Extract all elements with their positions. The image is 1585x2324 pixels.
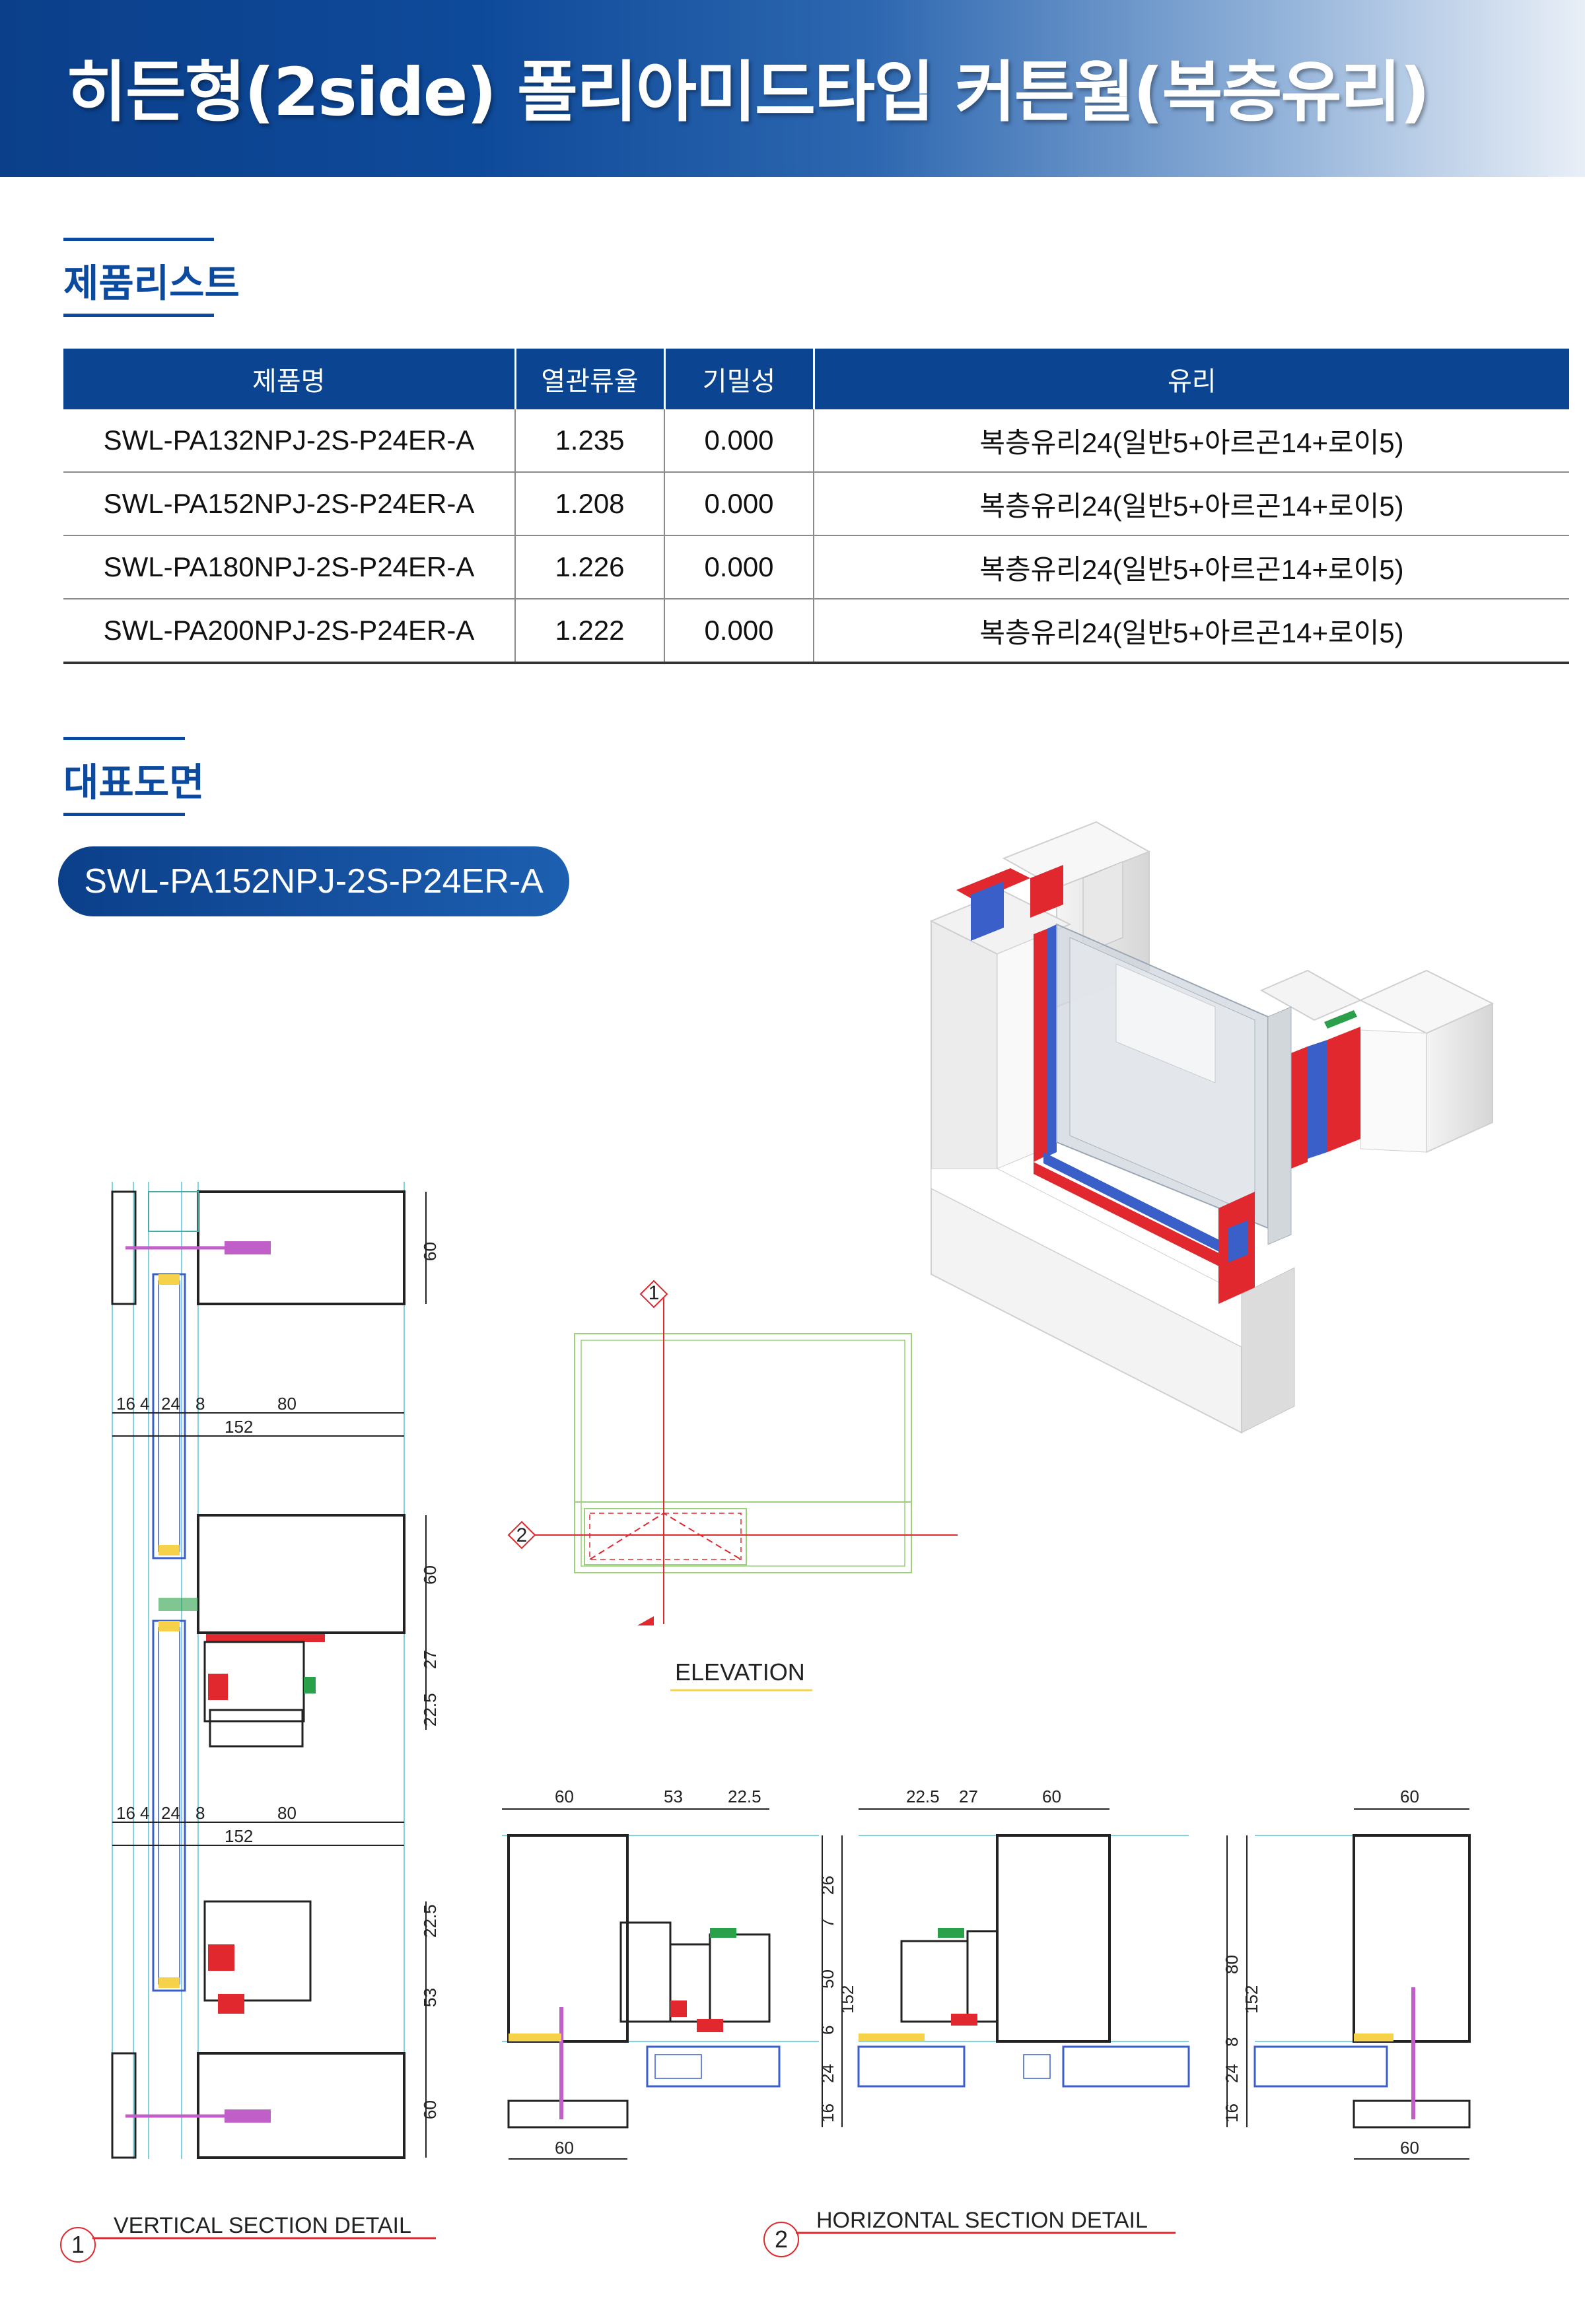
dim-text: 8 bbox=[195, 1394, 205, 1414]
dim-text: 80 bbox=[277, 1394, 297, 1414]
dim-text: 4 bbox=[140, 1394, 149, 1414]
marker-2-text: 2 bbox=[516, 1524, 528, 1546]
col-header-airtight: 기밀성 bbox=[664, 349, 815, 409]
col-header-name: 제품명 bbox=[63, 349, 516, 409]
table-row: SWL-PA180NPJ-2S-P24ER-A 1.226 0.000 복층유리… bbox=[63, 535, 1569, 599]
dim-text: 53 bbox=[420, 1988, 440, 2007]
cell-u-value: 1.208 bbox=[515, 472, 665, 536]
vertical-section bbox=[111, 1182, 427, 2159]
cell-airtight: 0.000 bbox=[664, 472, 814, 536]
cell-name: SWL-PA200NPJ-2S-P24ER-A bbox=[63, 599, 516, 664]
horizontal-section-label: HORIZONTAL SECTION DETAIL bbox=[816, 2208, 1148, 2233]
heading-top-rule bbox=[63, 737, 185, 740]
dim-text: 50 bbox=[818, 1969, 837, 1989]
dim-text: 16 bbox=[116, 1803, 135, 1823]
dim-text: 24 bbox=[1222, 2064, 1242, 2083]
dim-text: 24 bbox=[161, 1394, 180, 1414]
cell-glass: 복층유리24(일반5+아르곤14+로이5) bbox=[814, 409, 1569, 473]
dim-text: 7 bbox=[818, 1919, 837, 1928]
heading-top-rule bbox=[63, 238, 214, 241]
dim-text: 6 bbox=[818, 2026, 837, 2035]
header-banner: 히든형(2side) 폴리아미드타입 커튼월(복층유리) bbox=[0, 0, 1585, 177]
vertical-caption: 1 VERTICAL SECTION DETAIL bbox=[60, 2213, 436, 2263]
dim-text: 8 bbox=[195, 1803, 205, 1823]
cell-airtight: 0.000 bbox=[664, 535, 814, 599]
dim-text: 27 bbox=[420, 1650, 440, 1669]
vertical-section-label: VERTICAL SECTION DETAIL bbox=[114, 2213, 411, 2238]
dim-text: 152 bbox=[837, 1985, 857, 2014]
elevation-label: ELEVATION bbox=[675, 1658, 805, 1686]
cell-u-value: 1.235 bbox=[515, 409, 665, 473]
dim-text: 16 bbox=[1222, 2103, 1242, 2123]
cell-u-value: 1.226 bbox=[515, 535, 665, 599]
dim-text: 26 bbox=[818, 1876, 837, 1895]
dim-text: 152 bbox=[1242, 1985, 1261, 2014]
cell-name: SWL-PA152NPJ-2S-P24ER-A bbox=[63, 472, 516, 536]
dim-text: 60 bbox=[420, 2100, 440, 2119]
dim-text: 22.5 bbox=[728, 1787, 761, 1806]
heading-bottom-rule bbox=[63, 314, 214, 317]
cell-glass: 복층유리24(일반5+아르곤14+로이5) bbox=[814, 535, 1569, 599]
dim-text: 22.5 bbox=[420, 1904, 440, 1938]
marker-1-caption-text: 1 bbox=[71, 2231, 85, 2258]
cell-u-value: 1.222 bbox=[515, 599, 665, 664]
dim-text: 60 bbox=[420, 1565, 440, 1585]
dim-text: 24 bbox=[161, 1803, 180, 1823]
table-row: SWL-PA200NPJ-2S-P24ER-A 1.222 0.000 복층유리… bbox=[63, 599, 1569, 664]
product-list-heading: 제품리스트 bbox=[63, 238, 240, 317]
product-list-title: 제품리스트 bbox=[63, 261, 240, 306]
dim-text: 60 bbox=[1042, 1787, 1061, 1806]
dim-text: 80 bbox=[277, 1803, 297, 1823]
dim-text: 22.5 bbox=[420, 1693, 440, 1726]
dim-text: 152 bbox=[225, 1417, 253, 1437]
table-row: SWL-PA132NPJ-2S-P24ER-A 1.235 0.000 복층유리… bbox=[63, 409, 1569, 473]
dim-text: 4 bbox=[140, 1803, 149, 1823]
dim-text: 80 bbox=[1222, 1955, 1242, 1974]
model-pill: SWL-PA152NPJ-2S-P24ER-A bbox=[58, 846, 569, 916]
marker-1-circle bbox=[60, 2227, 96, 2263]
marker-2-caption-text: 2 bbox=[775, 2226, 788, 2253]
page-title: 히든형(2side) 폴리아미드타입 커튼월(복층유리) bbox=[66, 53, 1430, 131]
dim-text: 8 bbox=[1222, 2037, 1242, 2047]
isometric-render bbox=[929, 821, 1495, 1434]
dim-text: 60 bbox=[420, 1242, 440, 1261]
cell-airtight: 0.000 bbox=[664, 599, 814, 664]
drawings-heading: 대표도면 bbox=[63, 737, 205, 816]
horizontal-caption: 2 HORIZONTAL SECTION DETAIL bbox=[763, 2208, 1176, 2257]
drawings-title: 대표도면 bbox=[63, 760, 205, 805]
dim-text: 27 bbox=[959, 1787, 978, 1806]
dim-text: 152 bbox=[225, 1826, 253, 1846]
col-header-u-value: 열관류율 bbox=[515, 349, 666, 409]
cell-name: SWL-PA180NPJ-2S-P24ER-A bbox=[63, 535, 516, 599]
dim-text: 53 bbox=[664, 1787, 683, 1806]
dim-text: 16 bbox=[116, 1394, 135, 1414]
heading-bottom-rule bbox=[63, 813, 185, 816]
elevation-drawing bbox=[507, 1280, 958, 1692]
dim-text: 60 bbox=[555, 2138, 574, 2158]
cell-glass: 복층유리24(일반5+아르곤14+로이5) bbox=[814, 472, 1569, 536]
dim-text: 60 bbox=[1400, 1787, 1419, 1806]
cell-glass: 복층유리24(일반5+아르곤14+로이5) bbox=[814, 599, 1569, 664]
col-header-glass: 유리 bbox=[814, 349, 1569, 409]
dim-text: 24 bbox=[818, 2064, 837, 2083]
table-row: SWL-PA152NPJ-2S-P24ER-A 1.208 0.000 복층유리… bbox=[63, 472, 1569, 536]
cell-name: SWL-PA132NPJ-2S-P24ER-A bbox=[63, 409, 516, 473]
dim-text: 60 bbox=[555, 1787, 574, 1806]
product-table: 제품명 열관류율 기밀성 유리 SWL-PA132NPJ-2S-P24ER-A … bbox=[63, 349, 1569, 664]
marker-2-circle bbox=[763, 2222, 799, 2257]
dim-text: 22.5 bbox=[906, 1787, 940, 1806]
vertical-dims-text: 16 4 24 8 80 152 16 4 24 8 80 152 60 60 … bbox=[116, 1242, 440, 2119]
horizontal-section bbox=[502, 1808, 1471, 2160]
marker-1-text: 1 bbox=[649, 1282, 660, 1304]
cell-airtight: 0.000 bbox=[664, 409, 814, 473]
horizontal-dims-text: 60 53 22.5 22.5 27 60 60 60 60 26 7 50 6… bbox=[555, 1787, 1419, 2158]
dim-text: 16 bbox=[818, 2103, 837, 2123]
dim-text: 60 bbox=[1400, 2138, 1419, 2158]
table-header-row: 제품명 열관류율 기밀성 유리 bbox=[63, 349, 1569, 409]
